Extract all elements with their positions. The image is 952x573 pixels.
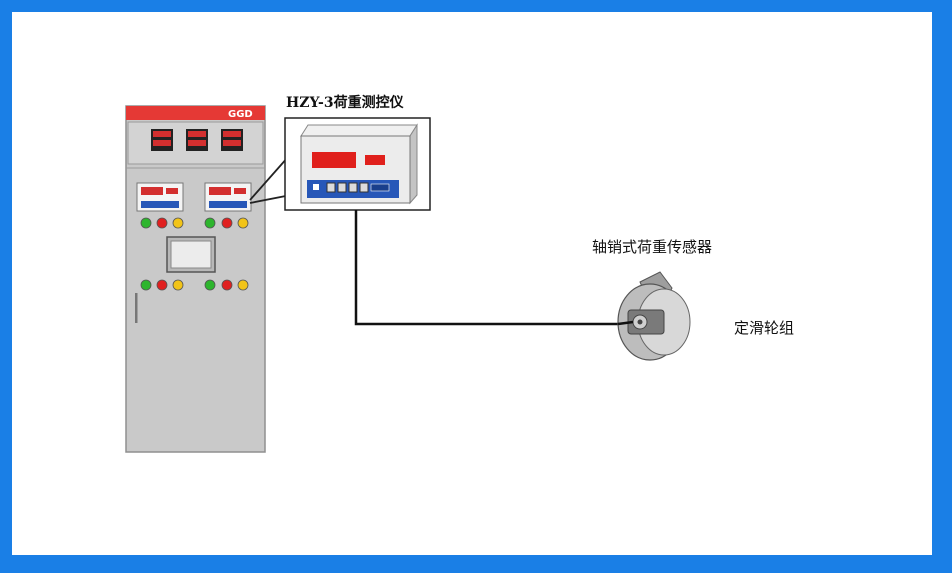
pulley-sensor-assembly bbox=[617, 271, 691, 361]
cabinet-top-strip bbox=[126, 106, 265, 120]
indicator-green-icon bbox=[140, 217, 152, 229]
indicator-yellow-icon bbox=[172, 279, 184, 291]
controller-key-button bbox=[326, 182, 336, 193]
sensor-label: 轴销式荷重传感器 bbox=[592, 238, 713, 256]
controller-switch bbox=[370, 183, 390, 192]
indicator-green-icon bbox=[204, 279, 216, 291]
controller-label: HZY-3荷重测控仪 bbox=[286, 95, 404, 111]
controller-main-display bbox=[312, 152, 356, 168]
controller-side-face bbox=[409, 123, 418, 205]
controller-key-button bbox=[337, 182, 347, 193]
pulley-label: 定滑轮组 bbox=[734, 319, 795, 337]
indicator-green-icon bbox=[204, 217, 216, 229]
indicator-red-icon bbox=[156, 279, 168, 291]
controller-top-face bbox=[300, 124, 418, 137]
signal-cable bbox=[354, 210, 618, 326]
indicator-yellow-icon bbox=[237, 279, 249, 291]
cabinet-controller-right bbox=[204, 182, 252, 212]
indicator-red-icon bbox=[156, 217, 168, 229]
controller-secondary-display bbox=[365, 155, 385, 165]
indicator-red-icon bbox=[221, 279, 233, 291]
indicator-green-icon bbox=[140, 279, 152, 291]
controller-zoom bbox=[284, 117, 431, 211]
indicator-red-icon bbox=[221, 217, 233, 229]
indicator-yellow-icon bbox=[237, 217, 249, 229]
cabinet-controller-left bbox=[136, 182, 184, 212]
controller-logo-icon bbox=[313, 184, 319, 190]
controller-key-button bbox=[359, 182, 369, 193]
controller-key-button bbox=[348, 182, 358, 193]
control-cabinet: GGD bbox=[125, 105, 266, 453]
indicator-yellow-icon bbox=[172, 217, 184, 229]
door-handle bbox=[135, 293, 138, 323]
cabinet-brand: GGD bbox=[228, 109, 253, 120]
